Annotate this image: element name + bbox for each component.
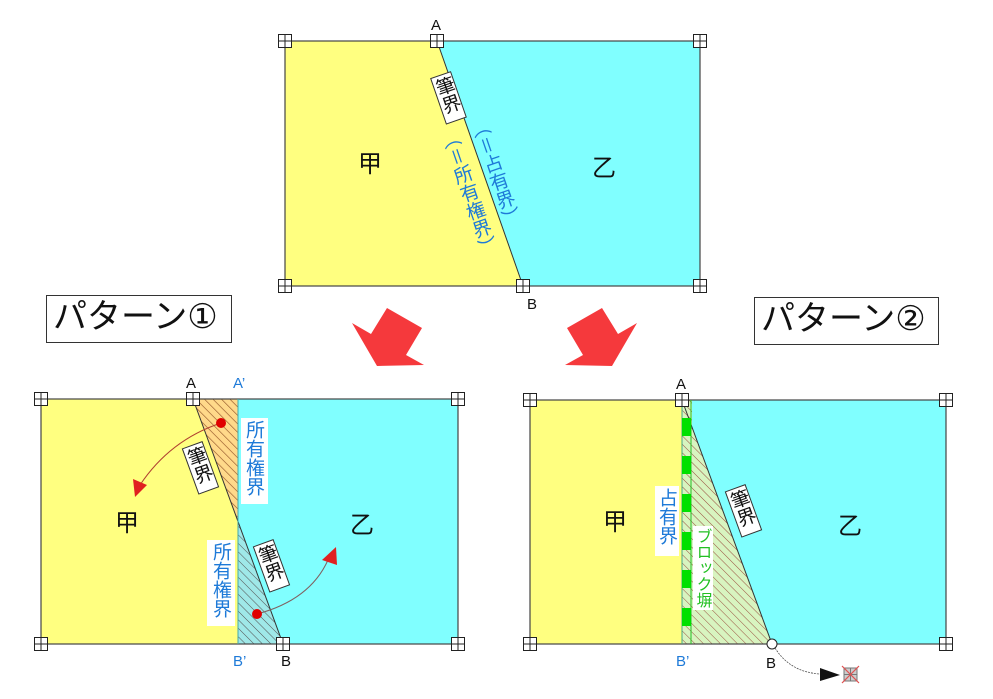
- corner-marker-icon: [430, 34, 444, 48]
- transfer-arrow-to-kou: [139, 422, 222, 486]
- removed-marker-circle-icon: [766, 638, 778, 650]
- corner-marker-icon: [34, 637, 48, 651]
- point-a-prime-label: A’: [233, 375, 245, 392]
- arrow-to-pattern2-icon: [565, 308, 637, 366]
- corner-marker-icon: [675, 393, 689, 407]
- point-b-prime-label: B’: [233, 653, 246, 670]
- occupancy-boundary-label: 占有界: [656, 488, 678, 545]
- region-kou-label: 甲: [115, 509, 139, 537]
- corner-marker-icon: [523, 393, 537, 407]
- corner-marker-icon: [451, 392, 465, 406]
- corner-marker-icon: [939, 637, 953, 651]
- region-otsu-label: 乙: [838, 512, 862, 540]
- point-a-label: A: [431, 17, 441, 34]
- corner-marker-icon: [276, 637, 290, 651]
- region-otsu-label: 乙: [350, 511, 374, 539]
- point-b-label: B: [281, 653, 291, 670]
- pattern1-title: パターン①: [46, 295, 232, 343]
- block-wall: [682, 418, 691, 626]
- arrowhead-icon: [820, 668, 840, 681]
- block-wall-label: ブロック塀: [694, 528, 713, 608]
- point-a-label: A: [676, 376, 686, 393]
- parcel-kou: [530, 400, 682, 644]
- transfer-arrow-to-otsu: [256, 559, 329, 615]
- parcel-otsu: [437, 41, 700, 286]
- marker-move-path: [774, 647, 821, 675]
- missing-marker-icon: [841, 665, 860, 684]
- corner-marker-icon: [451, 637, 465, 651]
- ownership-boundary-label-upper: 所有権界: [243, 420, 265, 496]
- parcel-otsu: [682, 400, 946, 644]
- pattern2-diagram: A B’ B 甲 乙 占有界 ブロック塀 筆界: [523, 376, 953, 684]
- point-b-prime-label: B’: [676, 653, 689, 670]
- corner-marker-icon: [278, 34, 292, 48]
- corner-marker-icon: [523, 637, 537, 651]
- ownership-boundary-label-lower: 所有権界: [210, 542, 232, 618]
- top-diagram: A B 甲 乙 筆界 （＝占有界） （＝所有権界）: [278, 17, 707, 313]
- arrowhead-icon: [133, 479, 147, 497]
- corner-marker-icon: [34, 392, 48, 406]
- corner-marker-icon: [516, 279, 530, 293]
- parcel-otsu: [238, 399, 458, 644]
- arrow-to-pattern1-icon: [352, 308, 424, 366]
- pattern2-title: パターン②: [754, 297, 939, 345]
- parcel-kou: [285, 41, 523, 286]
- corner-marker-icon: [693, 279, 707, 293]
- region-otsu-label: 乙: [592, 154, 616, 182]
- arrowhead-icon: [322, 547, 337, 565]
- point-b-label: B: [527, 296, 537, 313]
- corner-marker-icon: [939, 393, 953, 407]
- region-kou-label: 甲: [358, 150, 382, 178]
- origin-dot-icon: [216, 418, 226, 428]
- region-kou-label: 甲: [603, 508, 627, 536]
- parcel-boundary-line: [681, 399, 773, 645]
- origin-dot-icon: [252, 609, 262, 619]
- corner-marker-icon: [278, 279, 292, 293]
- pattern1-diagram: A A’ B’ B 甲 乙 所有権界 所有権界 筆界 筆界: [34, 375, 465, 670]
- point-b-label: B: [766, 655, 776, 672]
- point-a-label: A: [186, 375, 196, 392]
- corner-marker-icon: [693, 34, 707, 48]
- corner-marker-icon: [186, 392, 200, 406]
